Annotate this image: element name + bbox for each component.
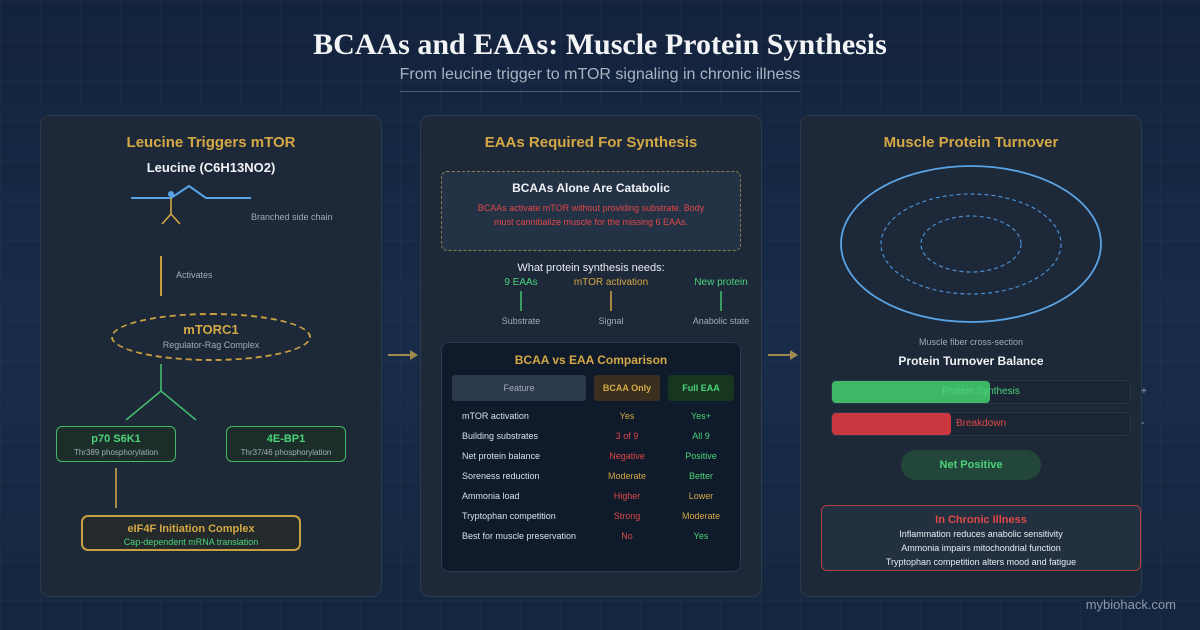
row-bcaa-value: Higher [613, 491, 641, 501]
row-feature: Soreness reduction [462, 471, 540, 481]
net-positive-badge: Net Positive [901, 450, 1041, 480]
eaa-panel-title: EAAs Required For Synthesis [484, 134, 698, 151]
comparison-table: BCAA vs EAA Comparison Feature BCAA Only… [441, 342, 741, 572]
mtorc1-sub: Regulator-Rag Complex [162, 340, 260, 350]
breakdown-bar: Breakdown [831, 412, 1131, 436]
row-feature: mTOR activation [462, 411, 529, 421]
chronic-line: Tryptophan competition alters mood and f… [885, 557, 1077, 567]
synthesis-bar: Protein Synthesis [831, 380, 1131, 404]
row-eaa-value: All 9 [692, 431, 710, 441]
needs-item-new-protein: New protein [694, 277, 748, 288]
chronic-illness-box: In Chronic Illness Inflammation reduces … [821, 505, 1141, 571]
needs-sub-anabolic: Anabolic state [692, 316, 750, 326]
leucine-panel: Leucine Triggers mTOR Leucine (C6H13NO2)… [40, 115, 382, 597]
title-divider [400, 91, 800, 92]
turnover-panel: Muscle Protein Turnover Muscle fiber cro… [800, 115, 1147, 597]
needs-connectors [520, 291, 722, 311]
turnover-panel-title: Muscle Protein Turnover [883, 134, 1059, 151]
arrow-right-icon [388, 350, 418, 360]
warning-body: BCAAs activate mTOR without providing su… [477, 203, 705, 227]
fiber-outer-ring [840, 165, 1102, 323]
row-bcaa-value: Negative [609, 451, 645, 461]
row-feature: Tryptophan competition [462, 511, 556, 521]
leucine-molecule-name: Leucine (C6H13NO2) [146, 160, 276, 175]
table-row: Ammonia load Higher Lower [442, 491, 742, 511]
chronic-line: Ammonia impairs mitochondrial function [901, 543, 1061, 553]
chronic-line: Inflammation reduces anabolic sensitivit… [899, 529, 1063, 539]
breakdown-bar-label: Breakdown [955, 418, 1007, 429]
row-bcaa-value: Moderate [607, 471, 647, 481]
4e-bp1-node: 4E-BP1 Thr37/46 phosphorylation [226, 426, 346, 462]
4ebp1-name: 4E-BP1 [266, 433, 306, 445]
leucine-panel-title: Leucine Triggers mTOR [126, 134, 296, 151]
p70-name: p70 S6K1 [91, 433, 141, 445]
leucine-branch-right [170, 213, 181, 225]
side-chain-label: Branched side chain [251, 212, 333, 222]
synthesis-bar-label: Protein Synthesis [942, 386, 1020, 397]
row-eaa-value: Moderate [681, 511, 721, 521]
fiber-inner-ring [920, 215, 1022, 273]
table-row: Best for muscle preservation No Yes [442, 531, 742, 551]
table-row: Net protein balance Negative Positive [442, 451, 742, 471]
row-feature: Net protein balance [462, 451, 541, 461]
row-eaa-value: Yes+ [691, 411, 711, 421]
leucine-backbone [131, 184, 251, 199]
leucine-pathway-lines [115, 184, 251, 508]
leucine-alpha-carbon [168, 191, 174, 197]
row-eaa-value: Better [688, 471, 713, 481]
table-row: mTOR activation Yes Yes+ [442, 411, 742, 431]
warning-heading: BCAAs Alone Are Catabolic [512, 181, 670, 195]
row-eaa-value: Positive [685, 451, 717, 461]
fiber-label: Muscle fiber cross-section [918, 337, 1024, 347]
fiber-middle-ring [880, 193, 1062, 295]
needs-item-mtor: mTOR activation [573, 277, 649, 288]
muscle-fiber-diagram [840, 165, 1102, 323]
header-eaa: Full EAA [668, 375, 734, 401]
needs-title: What protein synthesis needs: [517, 262, 665, 274]
row-feature: Building substrates [462, 431, 539, 441]
needs-item-eaas: 9 EAAs [504, 277, 538, 288]
breakdown-sign: - [1141, 418, 1145, 429]
mtorc1-to-4ebp1-line [160, 390, 197, 421]
synthesis-sign: + [1141, 386, 1147, 397]
header-feature: Feature [452, 375, 586, 401]
arrow-right-icon [768, 350, 798, 360]
header-bcaa: BCAA Only [594, 375, 660, 401]
breakdown-bar-fill [832, 413, 952, 435]
synthesis-bar-fill [832, 381, 990, 403]
eif4f-node: eIF4F Initiation Complex Cap-dependent m… [81, 515, 301, 551]
p70-s6k1-node: p70 S6K1 Thr389 phosphorylation [56, 426, 176, 462]
4ebp1-sub: Thr37/46 phosphorylation [240, 448, 332, 457]
row-bcaa-value: Yes [619, 411, 635, 421]
row-feature: Best for muscle preservation [462, 531, 577, 541]
row-feature: Ammonia load [462, 491, 520, 501]
mtorc1-to-p70-line [125, 390, 162, 421]
row-eaa-value: Lower [688, 491, 714, 501]
row-bcaa-value: 3 of 9 [615, 431, 639, 441]
page-title: BCAAs and EAAs: Muscle Protein Synthesis [313, 28, 887, 61]
eif4f-sub: Cap-dependent mRNA translation [123, 537, 259, 547]
mtorc1-name: mTORC1 [183, 322, 239, 337]
table-row: Soreness reduction Moderate Better [442, 471, 742, 491]
row-eaa-value: Yes [693, 531, 709, 541]
p70-sub: Thr389 phosphorylation [73, 448, 159, 457]
balance-title: Protein Turnover Balance [898, 354, 1044, 368]
row-bcaa-value: No [621, 531, 633, 541]
chronic-heading: In Chronic Illness [935, 514, 1027, 526]
page-subtitle: From leucine trigger to mTOR signaling i… [399, 66, 801, 83]
needs-sub-substrate: Substrate [501, 316, 541, 326]
mtorc1-node: mTORC1 Regulator-Rag Complex [111, 313, 311, 361]
table-row: Tryptophan competition Strong Moderate [442, 511, 742, 531]
footer-brand[interactable]: mybiohack.com [1085, 597, 1176, 612]
row-bcaa-value: Strong [613, 511, 641, 521]
eif4f-name: eIF4F Initiation Complex [127, 523, 255, 535]
activates-label: Activates [176, 270, 213, 280]
eaa-panel: EAAs Required For Synthesis BCAAs Alone … [420, 115, 762, 597]
leucine-branch-left [161, 213, 172, 225]
bcaa-warning-box: BCAAs Alone Are Catabolic BCAAs activate… [441, 171, 741, 251]
needs-sub-signal: Signal [598, 316, 624, 326]
comparison-title: BCAA vs EAA Comparison [514, 353, 668, 367]
table-row: Building substrates 3 of 9 All 9 [442, 431, 742, 451]
